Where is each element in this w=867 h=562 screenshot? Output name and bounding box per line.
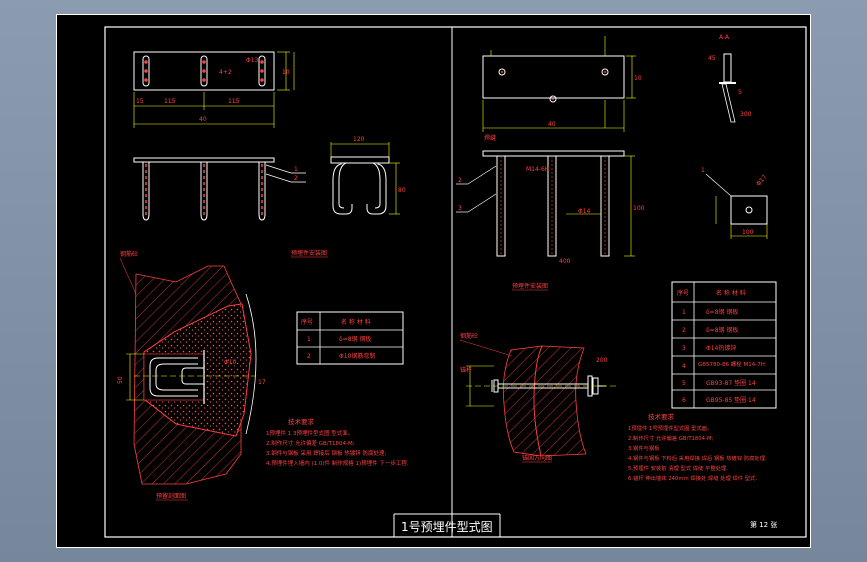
left-table-row1-no: 1 — [307, 336, 311, 343]
right-elev-len: 100 — [633, 205, 645, 212]
right-callout-two: 2 — [458, 177, 462, 184]
drawing-title: 1号预埋件型式图 — [401, 520, 493, 534]
right-note-6: 6.锚杆 伸出墙体 240mm 焊接处 焊缝 处理 焊件 型式. — [628, 474, 757, 482]
left-note-4: 4.预埋件埋入墙内 (1.0)件 制作规格 1)预埋件 下一步工程. — [266, 459, 409, 467]
left-elevation-view: 1 2 — [133, 157, 306, 221]
right-note-4: 4.钢件与钢板 下料后 采用焊接 焊后 钢板 热镀锌 防腐处理. — [628, 454, 767, 462]
right-table-row3-name: Φ14热镀锌 — [706, 344, 736, 352]
left-table-row1-name: δ=8钢 钢板 — [339, 335, 371, 343]
right-table-row5-no: 5 — [682, 380, 686, 387]
right-detail-a: 45 — [708, 55, 716, 62]
dim-seg3: 115 — [228, 98, 240, 105]
right-technical-notes: 技术要求 1预埋件 1号预埋件型式图 型式面。 2.制作尺寸 允许偏差 GB/T… — [628, 412, 767, 482]
right-table-row6-name: GB95-85 垫圈 14 — [706, 396, 756, 404]
right-table-row1-no: 1 — [682, 309, 686, 316]
right-section-dim: 200 — [596, 357, 608, 364]
right-detail-label: A-A — [719, 34, 730, 41]
right-elev-weld2: M14-6H — [526, 166, 549, 173]
right-callout-three: 3 — [458, 205, 462, 212]
cad-drawing-canvas[interactable]: 115 115 15 40 10 Φ13 4+2 — [56, 14, 811, 548]
sheet-number: 第 12 张 — [750, 520, 777, 529]
left-material-table: 序号 名 称 材 料 1 δ=8钢 钢板 2 Φ10钢筋弯制 — [296, 311, 404, 365]
right-table-header-name: 名 称 材 料 — [716, 289, 746, 297]
left-section-dim-a: 50 — [117, 376, 124, 384]
right-notes-title: 技术要求 — [648, 412, 675, 421]
left-section-concrete-label: 钢筋砼 — [120, 250, 138, 258]
right-table-header-no: 序号 — [677, 289, 689, 297]
right-elevation-view: 2 3 焊缝 M14-6H Φ14 100 400 — [456, 134, 645, 265]
left-section-dim-b: Φ10 — [224, 359, 237, 366]
left-note-3: 3.钢件与钢板 采用 焊接后 钢板 热镀锌 防腐处理; — [266, 449, 386, 457]
right-table-row2-name: δ=8钢 钢板 — [706, 326, 738, 334]
left-table-header-name: 名 称 材 料 — [341, 318, 371, 326]
detail-dim-side: 80 — [398, 187, 406, 194]
left-table-header-no: 序号 — [301, 318, 313, 326]
left-note-2: 2.制作尺寸 允许偏差 GB/T1804-M; — [266, 439, 355, 447]
callout-two: 2 — [294, 175, 298, 182]
right-caption-install: 预埋件安装图 — [512, 282, 548, 290]
callout-one: 1 — [294, 166, 298, 173]
right-section-concrete: 钢筋砼 — [460, 332, 478, 340]
right-section-anchor: 锚杆 — [460, 366, 472, 374]
right-table-row5-name: GB93-87 垫圈 14 — [706, 379, 756, 387]
right-plate-detail: 1 100 Φ17 — [701, 167, 769, 239]
left-technical-notes: 技术要求 1预埋件 1 3预埋件型式图 型式面。 2.制作尺寸 允许偏差 GB/… — [266, 417, 409, 467]
right-note-1: 1预埋件 1号预埋件型式图 型式面。 — [628, 424, 712, 432]
left-caption-install: 预埋件安装图 — [291, 249, 327, 257]
right-note-5: 5.预埋件 安装前 清理 型式 焊缝 平整处理. — [628, 464, 728, 472]
left-table-row2-name: Φ10钢筋弯制 — [339, 352, 375, 360]
dim-weld-note: 4+2 — [219, 69, 232, 76]
right-note-3: 3.钢件与钢板 — [628, 444, 660, 452]
right-elev-h: 400 — [559, 258, 571, 265]
dim-seg1: 15 — [136, 98, 144, 105]
dim-hole: Φ13 — [246, 57, 259, 64]
left-plan-view: 115 115 15 40 10 Φ13 4+2 — [133, 51, 295, 128]
left-table-row2-no: 2 — [307, 353, 311, 360]
right-table-row2-no: 2 — [682, 327, 686, 334]
dim-width: 40 — [199, 116, 207, 123]
outer-frame — [56, 14, 811, 548]
left-section-offset: 17 — [258, 379, 266, 386]
dim-height: 10 — [282, 69, 290, 76]
right-table-row3-no: 3 — [682, 345, 686, 352]
right-table-row6-no: 6 — [682, 397, 686, 404]
left-notes-title: 技术要求 — [288, 417, 315, 426]
right-table-row4-no: 4 — [682, 363, 686, 370]
right-note-2: 2.制作尺寸 允许偏差 GB/T1804-M; — [628, 434, 714, 442]
right-plan-width: 40 — [548, 121, 556, 128]
drawing-border — [104, 26, 807, 538]
detail-dim-top: 120 — [353, 136, 365, 143]
right-plan-view: 40 10 — [482, 36, 642, 132]
right-table-row4-name: GB5780-86 螺栓 M14-7H — [698, 360, 765, 368]
right-section-view: 钢筋砼 锚杆 200 — [459, 332, 616, 457]
title-block: 1号预埋件型式图 第 12 张 — [393, 513, 777, 537]
right-elev-weld: 焊缝 — [484, 134, 496, 142]
right-caption-section: 锚固方向图 — [522, 454, 552, 462]
left-caption-section: 预留剖面图 — [156, 492, 186, 500]
right-callout-one: 1 — [701, 167, 705, 174]
dim-seg2: 115 — [164, 98, 176, 105]
right-material-table: 序号 名 称 材 料 1 δ=8钢 钢板 2 δ=8钢 钢板 3 Φ14热镀锌 … — [671, 281, 777, 409]
left-detail-view: 120 80 — [330, 136, 406, 215]
right-plate-hole: Φ17 — [755, 174, 768, 188]
left-section-view: 钢筋砼 50 Φ10 17 — [117, 250, 266, 485]
right-plan-height: 10 — [634, 75, 642, 82]
right-detail-b: 5 — [738, 89, 742, 96]
right-detail-len: 300 — [740, 111, 752, 118]
right-aa-detail: A-A 45 5 300 — [708, 34, 752, 123]
right-elev-dia: Φ14 — [578, 208, 591, 215]
right-table-row1-name: δ=8钢 钢板 — [706, 308, 738, 316]
drawing-svg: 115 115 15 40 10 Φ13 4+2 — [56, 14, 811, 548]
left-note-1: 1预埋件 1 3预埋件型式图 型式面。 — [266, 429, 353, 437]
right-plate-len: 100 — [742, 229, 754, 236]
